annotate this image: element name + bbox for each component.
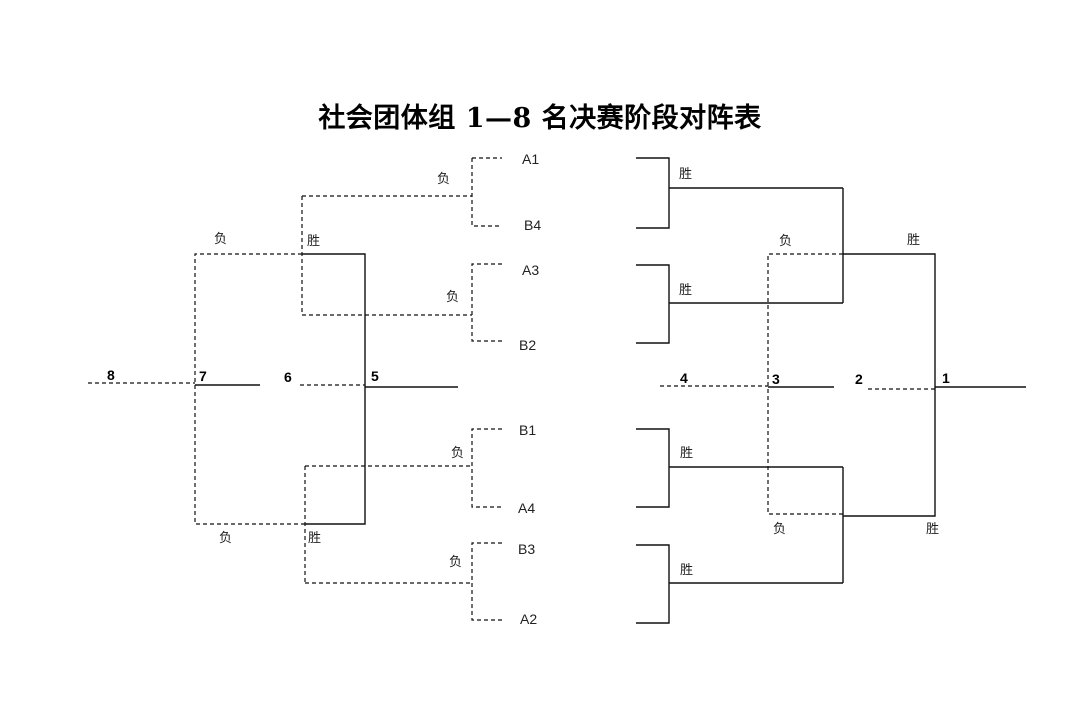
result-lose-label: 负 [219,531,233,546]
left-loser-path [194,253,305,525]
result-win-label: 胜 [680,563,694,578]
result-win-label: 胜 [907,233,921,248]
team-label: B2 [519,337,537,353]
left-r1-bracket-2 [471,263,502,342]
result-lose-label: 负 [446,290,460,305]
result-win-label: 胜 [926,522,940,537]
rank-label-4: 4 [680,370,688,386]
left-winner-path [302,253,366,525]
result-lose-label: 负 [214,232,228,247]
team-label: B4 [524,217,542,233]
team-label: B3 [518,541,536,557]
result-lose-label: 负 [773,522,787,537]
right-r1-bracket-1 [636,157,670,229]
result-win-label: 胜 [308,531,322,546]
result-win-label: 胜 [307,234,321,249]
team-label: A1 [522,151,540,167]
result-lose-label: 负 [449,555,463,570]
result-win-label: 胜 [679,167,693,182]
team-label: B1 [519,422,537,438]
right-r1-bracket-4 [636,544,670,624]
rank-label-8: 8 [107,367,115,383]
rank-label-6: 6 [284,369,292,385]
result-lose-label: 负 [451,446,465,461]
rank-label-2: 2 [855,371,863,387]
rank-label-3: 3 [772,371,780,387]
team-label: A2 [520,611,538,627]
team-label: A3 [522,262,540,278]
rank-label-7: 7 [199,368,207,384]
result-lose-label: 负 [779,234,793,249]
left-r1-bracket-1 [471,158,502,227]
result-lose-label: 负 [437,172,451,187]
right-r1-bracket-2 [636,264,670,344]
right-final-path [843,253,936,517]
left-r1-bracket-3 [471,428,502,508]
result-win-label: 胜 [679,283,693,298]
rank-label-5: 5 [371,368,379,384]
bracket-title: 社会团体组 1—8 名决赛阶段对阵表 [318,103,762,134]
rank-label-1: 1 [942,370,950,386]
left-r1-bracket-4 [471,542,502,621]
right-loser-path [767,253,843,515]
result-win-label: 胜 [680,446,694,461]
right-r1-bracket-3 [636,428,670,508]
team-label: A4 [518,500,536,516]
